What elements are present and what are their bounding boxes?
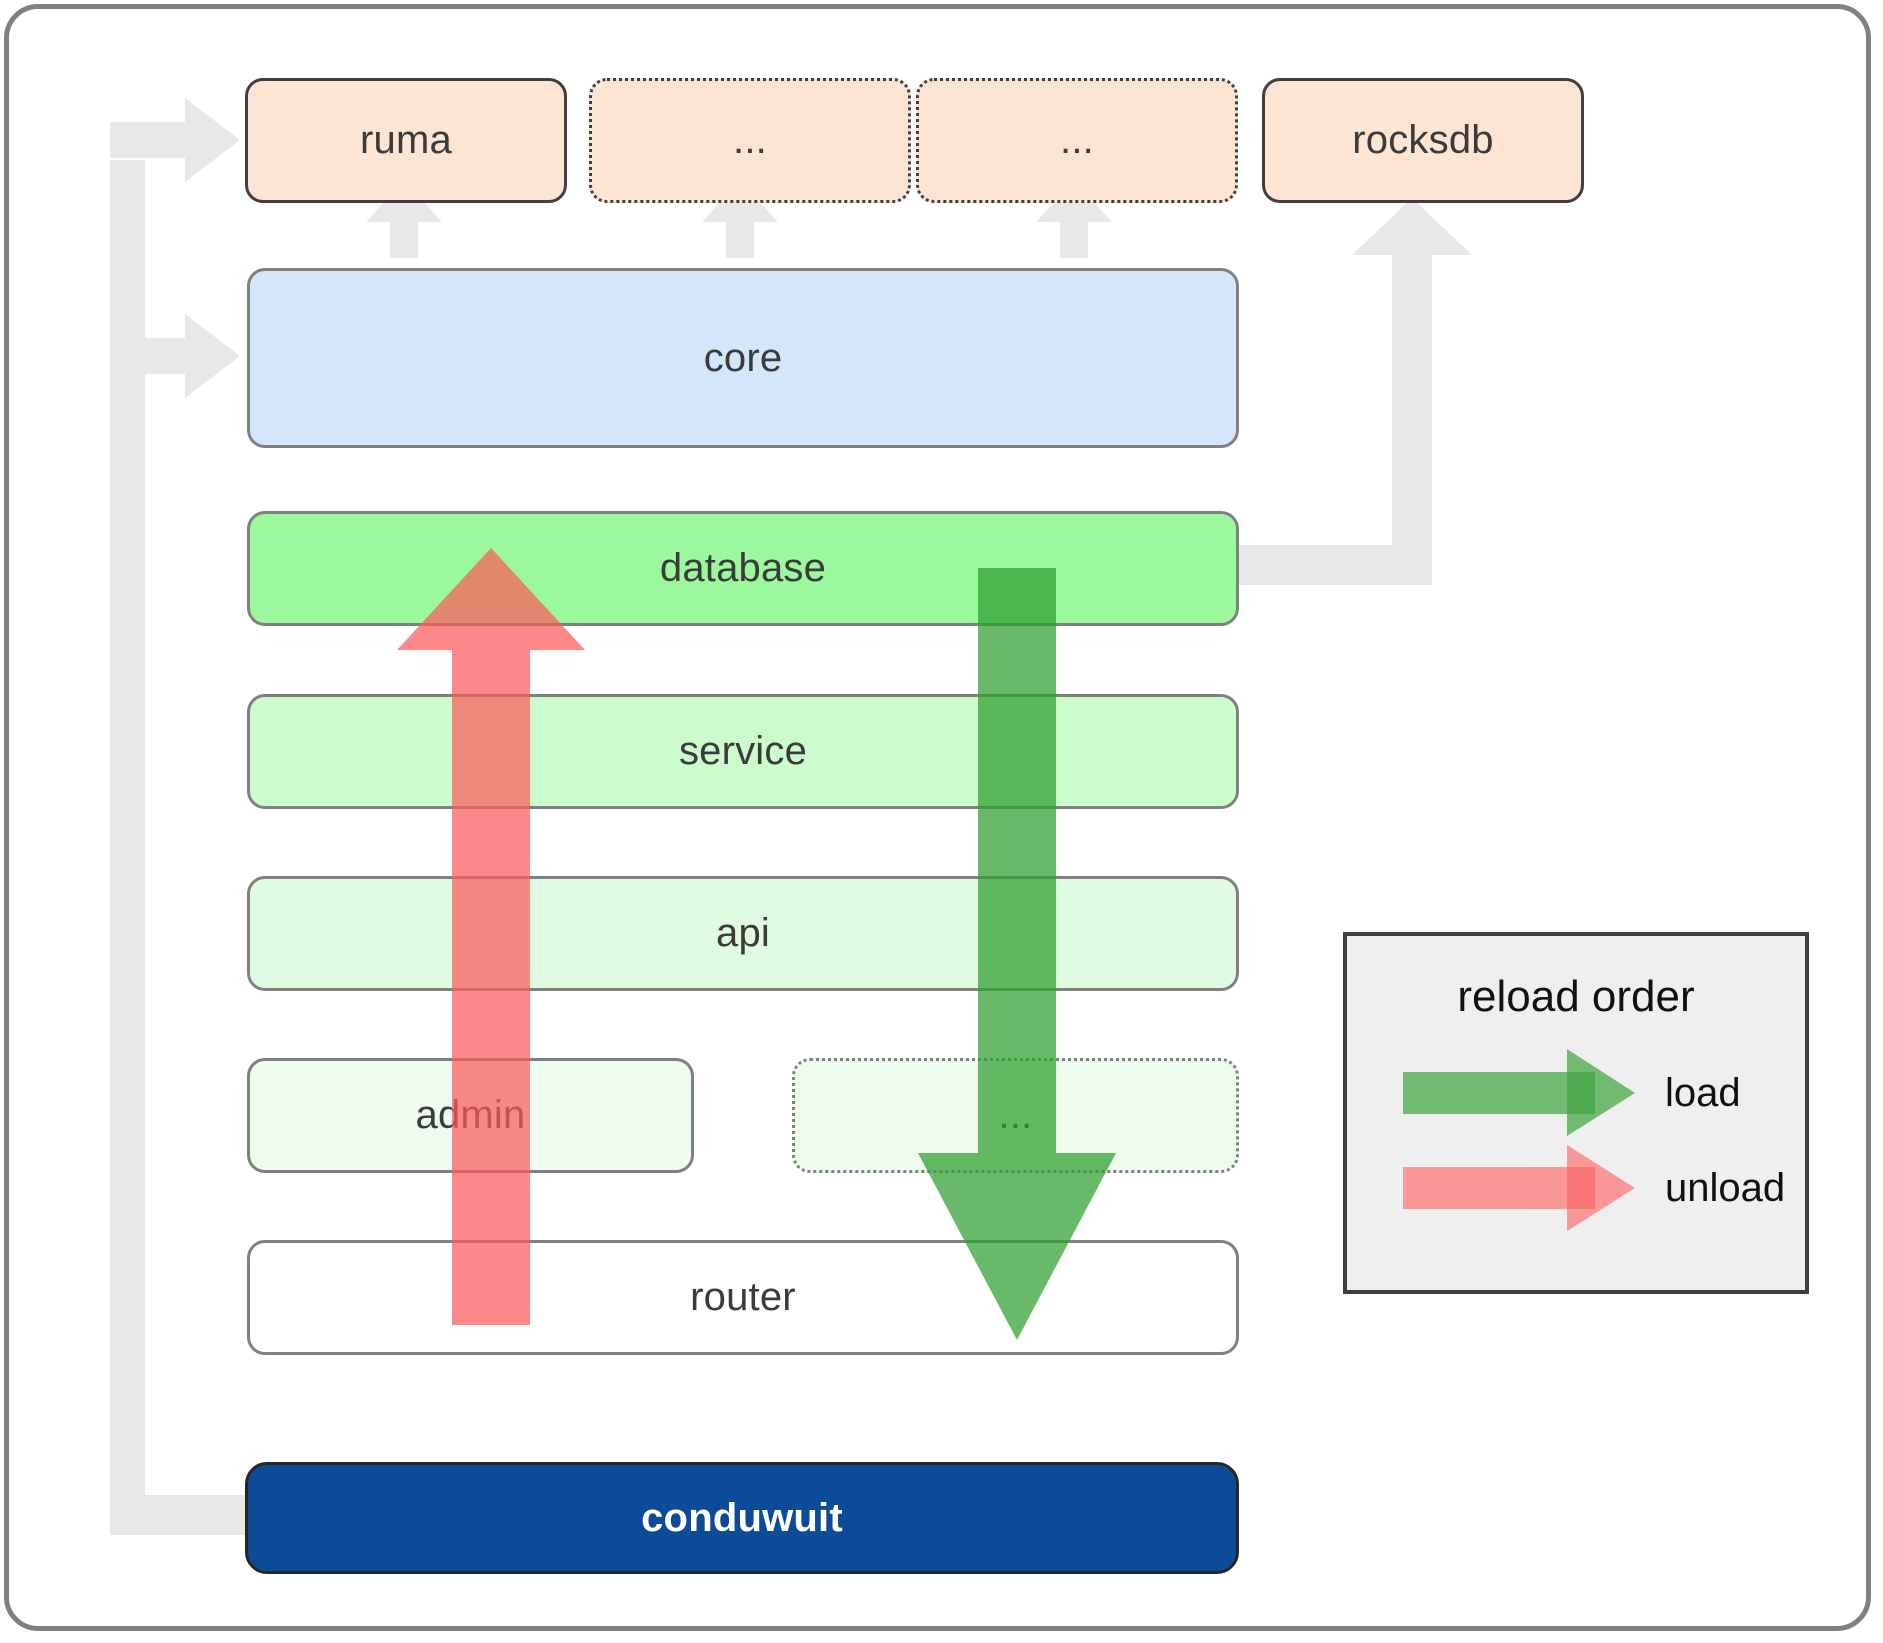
node-api-label: api xyxy=(716,911,770,955)
node-conduwuit[interactable]: conduwuit xyxy=(245,1462,1239,1574)
node-service-label: service xyxy=(678,729,808,773)
node-api[interactable]: api xyxy=(247,876,1239,991)
legend-arrow-swatches xyxy=(1403,1049,1635,1231)
node-admin[interactable]: admin xyxy=(247,1058,694,1173)
node-core[interactable]: core xyxy=(247,268,1239,448)
legend-label-load: load xyxy=(1665,1071,1741,1115)
node-dep-ellipsis-1-label: ... xyxy=(733,118,767,162)
node-layer-ellipsis[interactable]: ... xyxy=(792,1058,1239,1173)
node-rocksdb[interactable]: rocksdb xyxy=(1262,78,1584,203)
legend-unload-arrow-icon xyxy=(1403,1145,1635,1231)
legend-title: reload order xyxy=(1457,972,1695,1021)
node-router[interactable]: router xyxy=(247,1240,1239,1355)
node-dep-ellipsis-2[interactable]: ... xyxy=(916,78,1238,203)
node-database-label: database xyxy=(659,546,827,590)
node-rocksdb-label: rocksdb xyxy=(1352,118,1494,162)
legend-panel: reload order load unload xyxy=(1343,932,1809,1294)
node-database[interactable]: database xyxy=(247,511,1239,626)
node-service[interactable]: service xyxy=(247,694,1239,809)
node-router-label: router xyxy=(690,1275,796,1319)
node-ruma-label: ruma xyxy=(360,118,452,162)
node-dep-ellipsis-1[interactable]: ... xyxy=(589,78,911,203)
legend-label-unload: unload xyxy=(1665,1166,1786,1210)
node-admin-label: admin xyxy=(415,1093,526,1137)
legend-load-arrow-icon xyxy=(1403,1049,1635,1136)
node-layer-ellipsis-label: ... xyxy=(998,1093,1033,1137)
diagram-frame xyxy=(4,4,1871,1631)
node-conduwuit-label: conduwuit xyxy=(641,1495,843,1540)
node-dep-ellipsis-2-label: ... xyxy=(1060,118,1094,162)
node-ruma[interactable]: ruma xyxy=(245,78,567,203)
node-core-label: core xyxy=(703,335,783,380)
